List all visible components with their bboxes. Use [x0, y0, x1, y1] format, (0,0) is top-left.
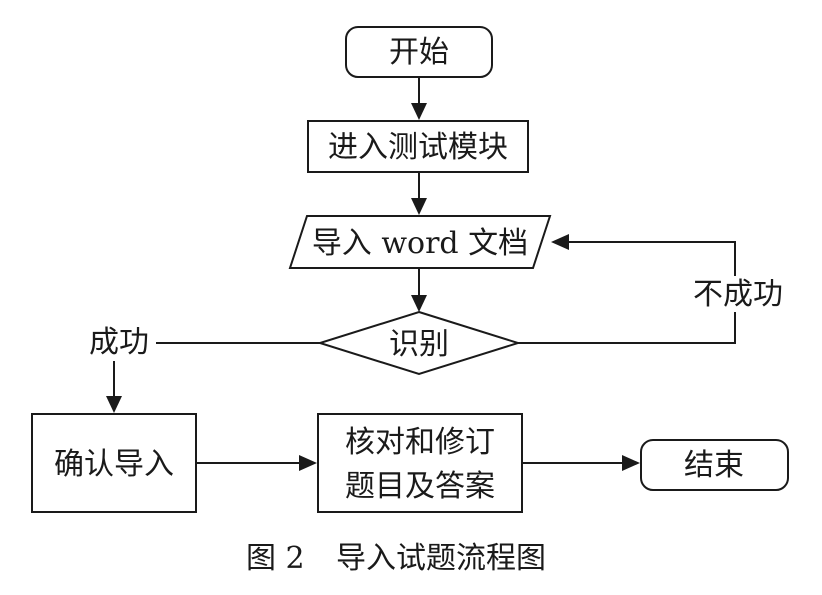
end-node-label: 结束 [684, 448, 744, 483]
edge-import-to-recognize [411, 268, 427, 312]
import-word-node-label: 导入 word 文档 [312, 226, 528, 261]
figure-title: 导入试题流程图 [336, 541, 546, 576]
end-node: 结束 [640, 439, 789, 491]
confirm-import-node-label: 确认导入 [54, 447, 174, 482]
import-word-node: 导入 word 文档 [288, 215, 552, 269]
edge-review-to-end [522, 455, 640, 471]
confirm-import-node: 确认导入 [31, 413, 197, 513]
edge-enter-test-to-import [411, 172, 427, 215]
enter-test-node-label: 进入测试模块 [328, 130, 508, 165]
review-revise-node: 核对和修订 题目及答案 [317, 413, 523, 513]
recognize-decision-label: 识别 [389, 327, 449, 362]
start-node: 开始 [345, 26, 493, 78]
success-label-group: 成功 [84, 325, 156, 361]
edge-confirm-to-review [196, 455, 317, 471]
edge-start-to-enter-test [411, 77, 427, 120]
fail-edge-label: 不成功 [693, 277, 783, 312]
figure-caption: 图 2 导入试题流程图 [246, 541, 546, 576]
success-edge-label: 成功 [89, 325, 149, 360]
enter-test-node: 进入测试模块 [307, 120, 529, 173]
review-revise-line2: 题目及答案 [345, 469, 495, 504]
fail-label-group: 不成功 [693, 276, 783, 312]
start-node-label: 开始 [389, 35, 449, 70]
recognize-decision-node: 识别 [316, 310, 522, 376]
figure-number: 图 2 [246, 541, 305, 576]
review-revise-line1: 核对和修订 [345, 425, 495, 460]
